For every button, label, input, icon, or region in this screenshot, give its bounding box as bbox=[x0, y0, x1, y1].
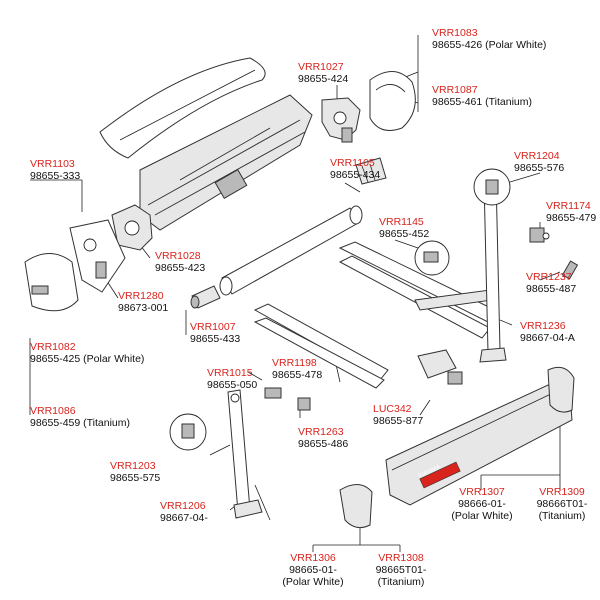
bracket-set-luc342 bbox=[417, 349, 463, 385]
leader-lines bbox=[29, 35, 561, 552]
end-cover-left bbox=[24, 253, 79, 312]
screw-vrr1237 bbox=[561, 260, 579, 280]
front-cover-panel bbox=[99, 57, 266, 159]
detail-circle-vrr1145 bbox=[414, 240, 450, 276]
front-lead-rail bbox=[385, 384, 573, 506]
left-bracket-detail bbox=[69, 219, 126, 293]
awning-case-profile bbox=[139, 94, 313, 231]
roller-tube bbox=[219, 205, 363, 296]
front-end-cap-right bbox=[547, 366, 575, 413]
clip-vrr1263 bbox=[297, 397, 311, 411]
end-cover-top bbox=[369, 71, 416, 131]
roller-end-plug bbox=[190, 285, 221, 309]
small-clip-vrr1174 bbox=[529, 227, 550, 243]
left-support-leg bbox=[227, 389, 271, 521]
lower-support-arm bbox=[253, 303, 389, 389]
spring-unit bbox=[355, 157, 387, 185]
front-end-cap-left bbox=[339, 484, 373, 529]
detail-circle-vrr1204 bbox=[473, 168, 511, 206]
end-cap-mechanism-right bbox=[321, 97, 361, 143]
upper-support-arm bbox=[338, 241, 496, 339]
clip-vrr1198 bbox=[264, 387, 282, 399]
detail-circle-vrr1203 bbox=[169, 413, 207, 451]
